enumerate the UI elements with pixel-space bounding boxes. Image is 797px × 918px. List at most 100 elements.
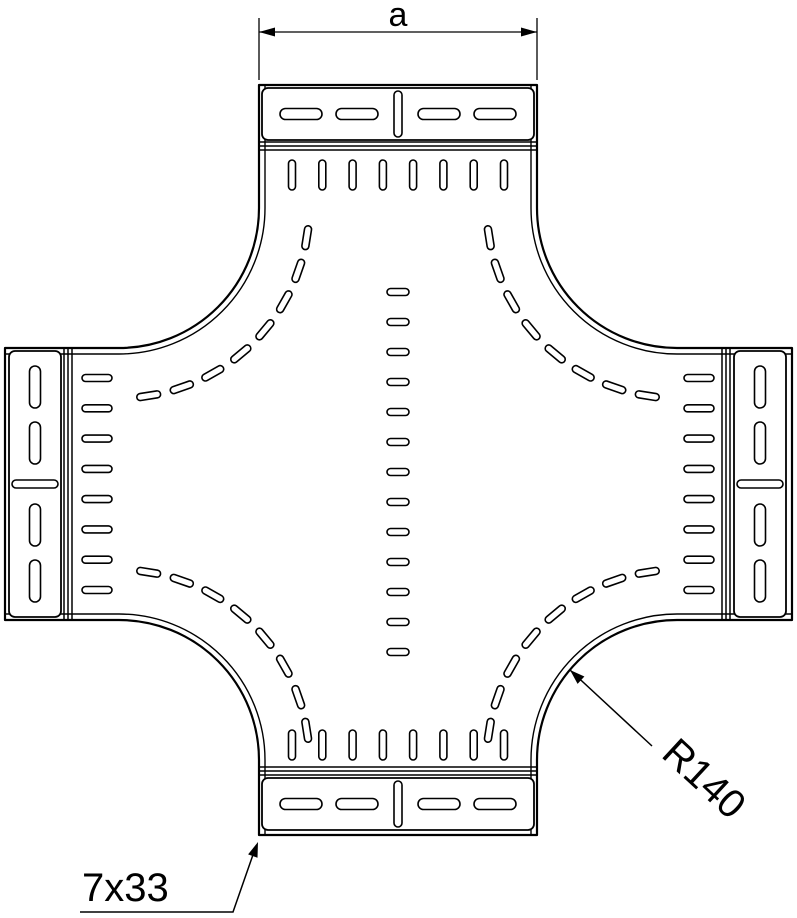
perforation-slot: [291, 684, 306, 710]
perforation-slot: [229, 344, 252, 364]
perforation-slot: [393, 90, 403, 138]
perforation-slot: [169, 573, 195, 588]
inner-contour: [4, 84, 793, 836]
perforation-slot: [169, 380, 195, 395]
perforation-slot: [81, 525, 113, 534]
perforation-slot: [255, 318, 275, 341]
bend-line-bottom: [259, 766, 537, 776]
perforation-slot: [136, 566, 162, 578]
perforation-slot: [386, 347, 410, 357]
perforation-slot: [335, 107, 379, 121]
bend-line-right: [721, 348, 731, 620]
dimension-a-label: a: [389, 0, 408, 34]
bend-line-left: [63, 348, 73, 620]
perforation-slot: [473, 797, 517, 811]
perforation-slot: [317, 159, 327, 191]
slot-size-label: 7x33: [82, 866, 169, 910]
perforation-slot: [683, 434, 715, 443]
perforation-slot: [386, 377, 410, 387]
perforation-slot: [317, 729, 327, 761]
perforation-slot: [81, 464, 113, 474]
perforation-slot: [201, 586, 225, 604]
perforation-slot: [571, 586, 595, 604]
perforation-slot: [335, 797, 379, 811]
perforation-slot: [473, 107, 517, 121]
perforation-slot: [469, 159, 479, 191]
perforation-slot: [287, 159, 297, 191]
perforation-slot: [683, 494, 715, 504]
perforation-slot: [503, 290, 521, 314]
perforation-slot: [499, 159, 509, 191]
perforation-slot: [386, 587, 410, 597]
perforation-slot: [386, 497, 410, 507]
flange-plates: [8, 87, 787, 831]
perforation-slot: [683, 373, 715, 383]
leader-line-r140: [569, 669, 653, 747]
perforation-slot: [81, 494, 113, 504]
perforation-slots: [11, 90, 784, 828]
leader-arrow-r140: [570, 670, 585, 684]
leader-line-slot-size: [80, 848, 256, 913]
perforation-slot: [386, 287, 410, 297]
perforation-slot: [417, 107, 461, 121]
perforation-slot: [81, 403, 113, 413]
perforation-slot: [386, 527, 410, 537]
perforation-slot: [279, 107, 323, 121]
part-outline: [3, 83, 794, 837]
perforation-slot: [753, 365, 767, 409]
perforation-slot: [255, 627, 275, 650]
perforation-slot: [386, 647, 410, 657]
perforation-slot: [490, 258, 505, 284]
corner-radius-label: R140: [654, 730, 754, 827]
perforation-slot: [386, 317, 410, 327]
perforation-slot: [287, 729, 297, 761]
perforation-slot: [279, 797, 323, 811]
perforation-slot: [291, 258, 306, 284]
perforation-slot: [386, 407, 410, 417]
perforation-slot: [490, 684, 505, 710]
perforation-slot: [408, 159, 418, 191]
perforation-slot: [386, 437, 410, 447]
perforation-slot: [439, 729, 448, 761]
dimension-a: a: [258, 0, 538, 80]
perforation-slot: [81, 555, 113, 565]
perforation-slot: [753, 559, 767, 603]
perforation-slot: [503, 654, 521, 678]
perforation-slot: [439, 159, 448, 191]
perforation-slot: [634, 390, 660, 402]
bend-line-top: [259, 141, 537, 151]
perforation-slot: [386, 467, 410, 477]
perforation-slot: [378, 729, 388, 761]
perforation-slot: [544, 344, 567, 364]
perforation-slot: [386, 617, 410, 627]
perforation-slot: [393, 780, 403, 828]
leader-slot-size: 7x33: [80, 842, 258, 913]
perforation-slot: [417, 797, 461, 811]
perforation-slot: [483, 225, 495, 251]
perforation-slot: [634, 566, 660, 578]
perforation-slot: [301, 225, 313, 251]
perforation-slot: [521, 318, 541, 341]
perforation-slot: [275, 654, 293, 678]
dimension-arrow-right: [521, 27, 537, 37]
bend-lines: [63, 141, 731, 776]
leader-arrow-slot-size: [248, 842, 258, 858]
perforation-slot: [28, 365, 42, 409]
perforation-slot: [229, 604, 252, 624]
perforation-slot: [348, 159, 357, 191]
perforation-slot: [483, 717, 495, 743]
perforation-slot: [499, 729, 509, 761]
outer-contour: [3, 83, 794, 837]
perforation-slot: [683, 525, 715, 534]
perforation-slot: [201, 364, 225, 382]
perforation-slot: [275, 290, 293, 314]
perforation-slot: [683, 403, 715, 413]
perforation-slot: [378, 159, 388, 191]
perforation-slot: [736, 479, 784, 489]
perforation-slot: [81, 434, 113, 443]
perforation-slot: [28, 503, 42, 547]
perforation-slot: [683, 464, 715, 474]
perforation-slot: [386, 557, 410, 567]
leader-corner-radius: R140: [569, 669, 754, 828]
